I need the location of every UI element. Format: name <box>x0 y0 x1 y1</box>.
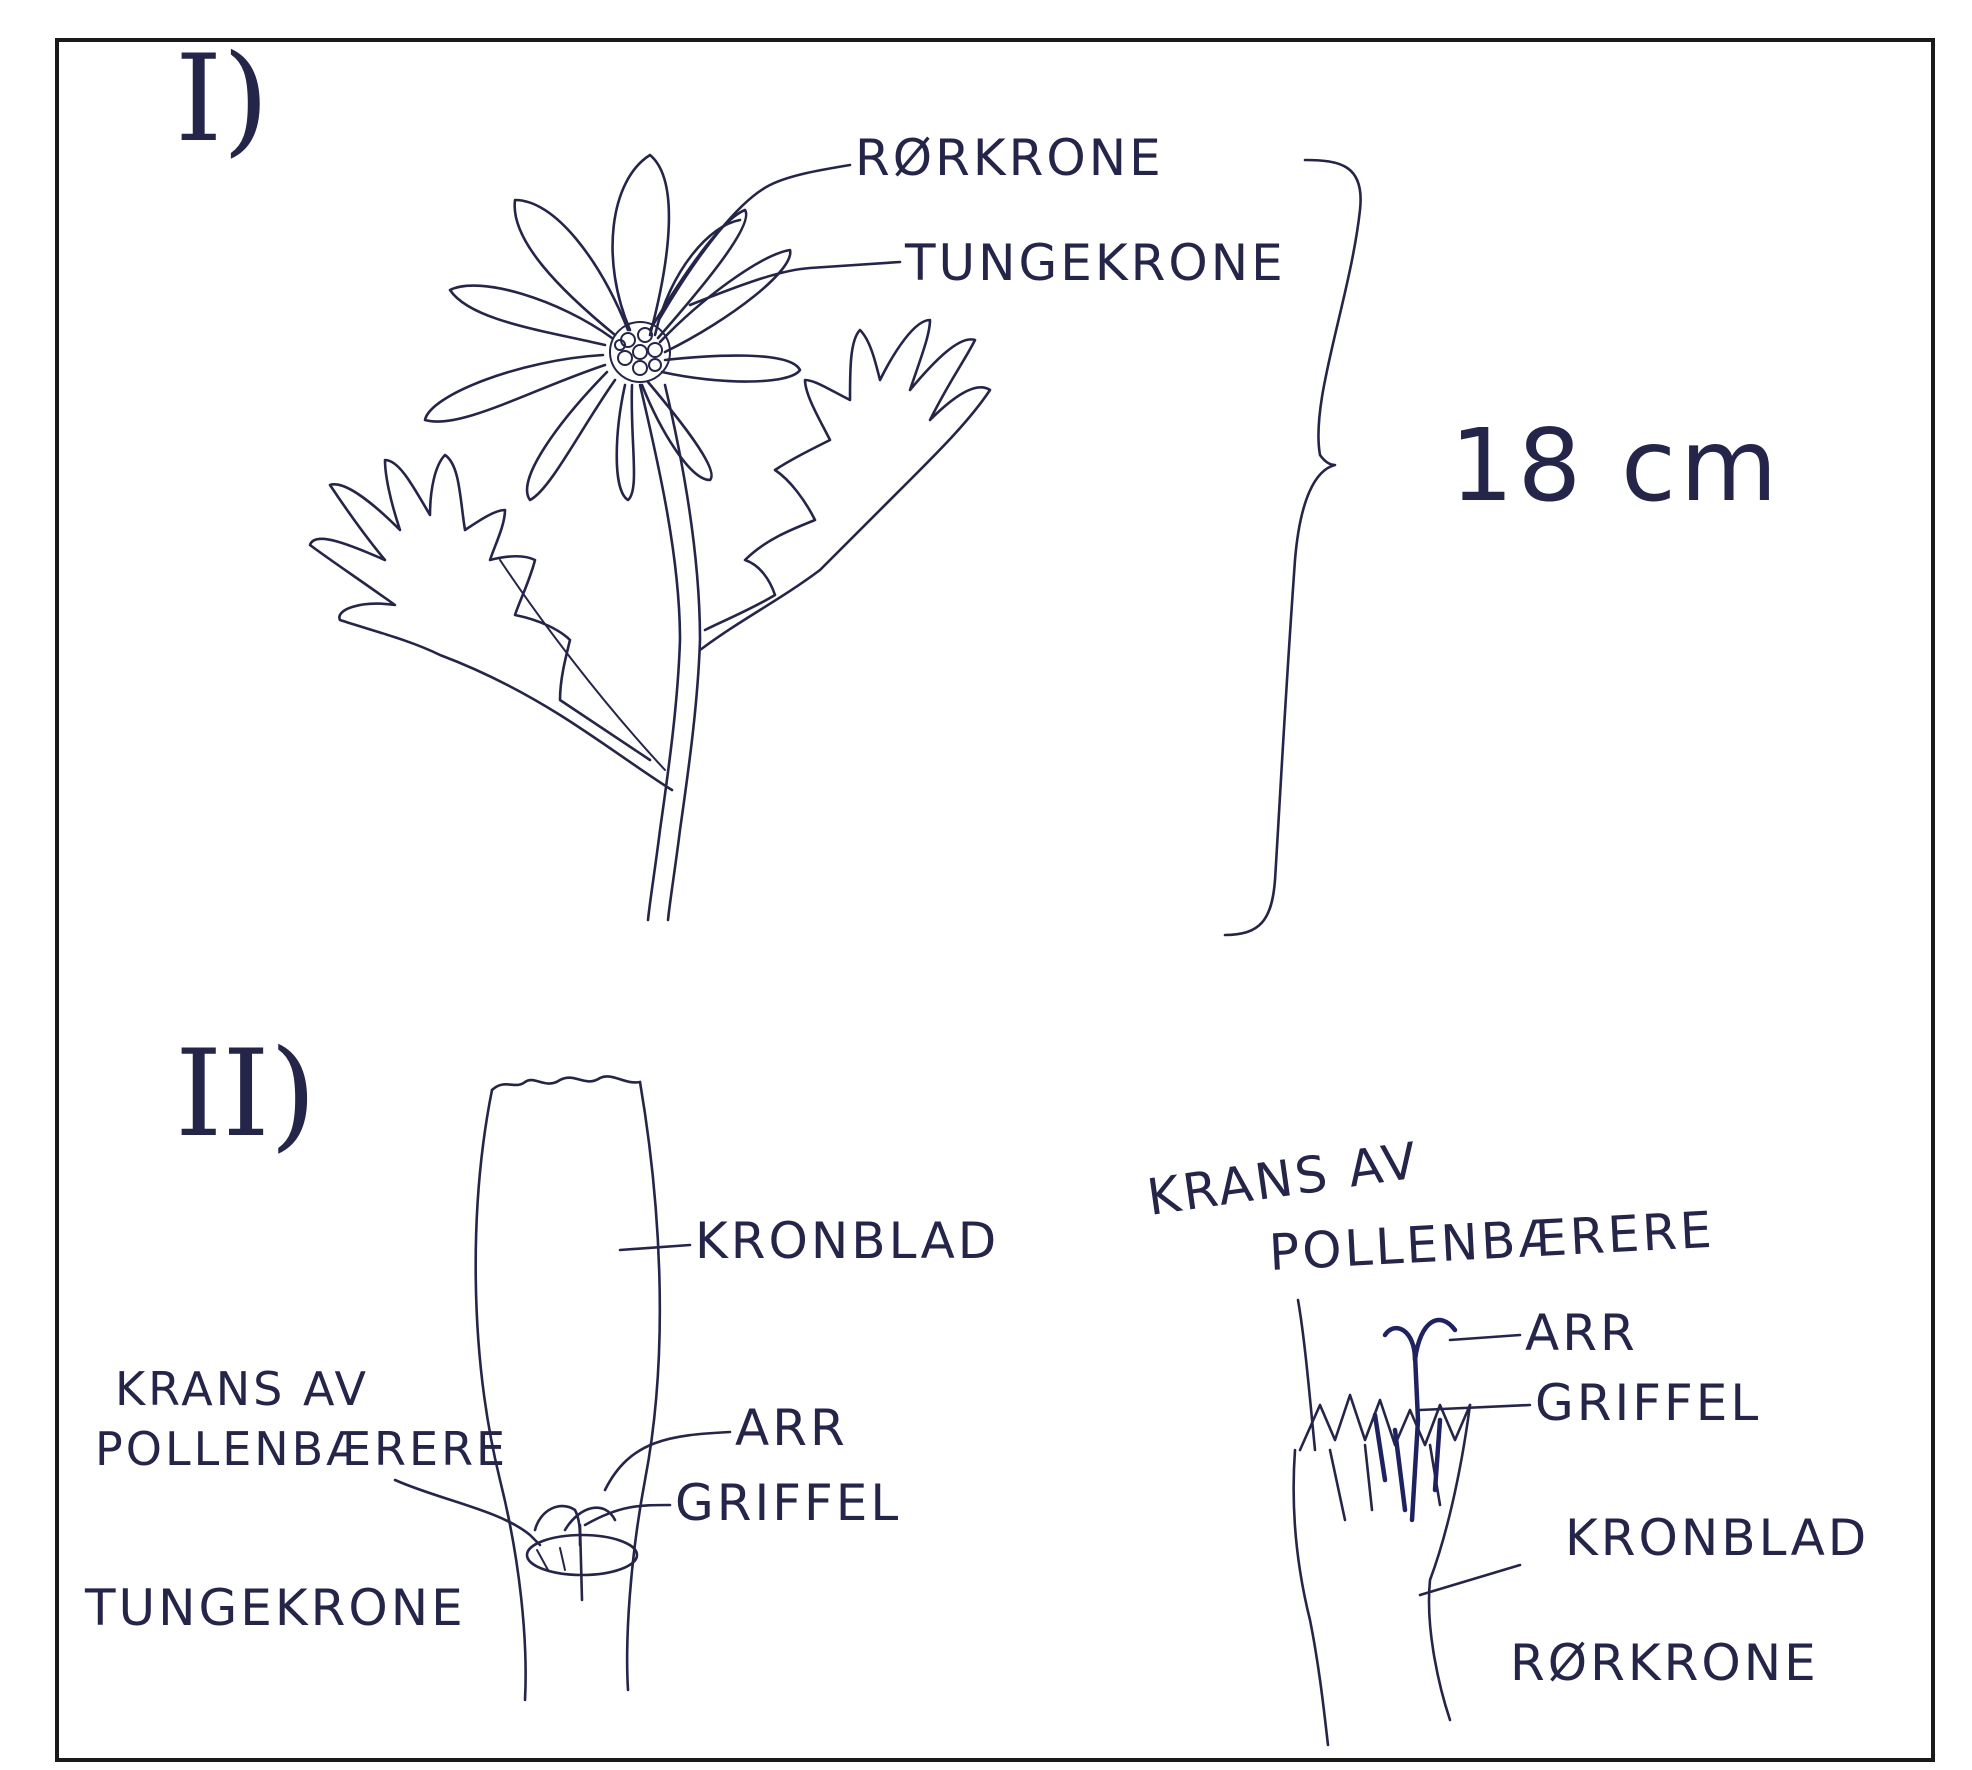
title-rorkrone: RØRKRONE <box>1510 1634 1819 1692</box>
tube-floret-drawing <box>1294 1320 1470 1745</box>
label-krans-left-1: KRANS AV <box>115 1362 369 1416</box>
petals <box>425 155 800 500</box>
stigma-right <box>1385 1320 1455 1360</box>
tube-left-edge <box>1294 1450 1328 1745</box>
style-right <box>1412 1355 1418 1520</box>
title-tungekrone: TUNGEKRONE <box>84 1579 466 1637</box>
label-kronblad-left: KRONBLAD <box>695 1212 999 1270</box>
petal-tip-wavy <box>492 1076 640 1090</box>
label-griffel-right: GRIFFEL <box>1535 1374 1761 1432</box>
tongue-floret-drawing <box>476 1076 660 1700</box>
label-rorkrone: RØRKRONE <box>855 129 1164 187</box>
leader-krans-right <box>1298 1300 1315 1450</box>
petal-left-edge <box>476 1090 526 1700</box>
tube-right-edge <box>1429 1405 1470 1720</box>
stigma <box>565 1508 615 1530</box>
leader-arr-right <box>1450 1335 1520 1340</box>
part1-numeral: I) <box>175 30 269 169</box>
stem-edge <box>665 385 700 920</box>
left-leaf <box>310 455 672 790</box>
label-arr-right: ARR <box>1525 1304 1638 1362</box>
label-tungekrone: TUNGEKRONE <box>904 234 1286 292</box>
page-frame <box>57 40 1933 1760</box>
leader-krans-left <box>395 1480 540 1545</box>
height-label: 18 cm <box>1450 407 1781 524</box>
flower-center <box>610 322 670 382</box>
label-arr-left: ARR <box>735 1399 848 1457</box>
label-kronblad-right: KRONBLAD <box>1565 1509 1869 1567</box>
leader-tungekrone <box>690 262 900 305</box>
label-krans-left-2: POLLENBÆRERE <box>95 1422 508 1476</box>
label-krans-right-1: KRANS AV <box>1144 1131 1423 1227</box>
right-leaf <box>700 320 990 650</box>
petal-right-edge <box>627 1082 660 1690</box>
leader-kronblad-left <box>620 1245 690 1250</box>
tube-lobes <box>1300 1395 1470 1450</box>
part2-numeral: II) <box>175 1025 317 1164</box>
daisy-plant <box>310 155 990 920</box>
label-griffel-left: GRIFFEL <box>675 1474 901 1532</box>
label-krans-right-2: POLLENBÆRERE <box>1268 1201 1716 1282</box>
stem <box>640 385 680 920</box>
leader-griffel-right <box>1420 1405 1530 1410</box>
